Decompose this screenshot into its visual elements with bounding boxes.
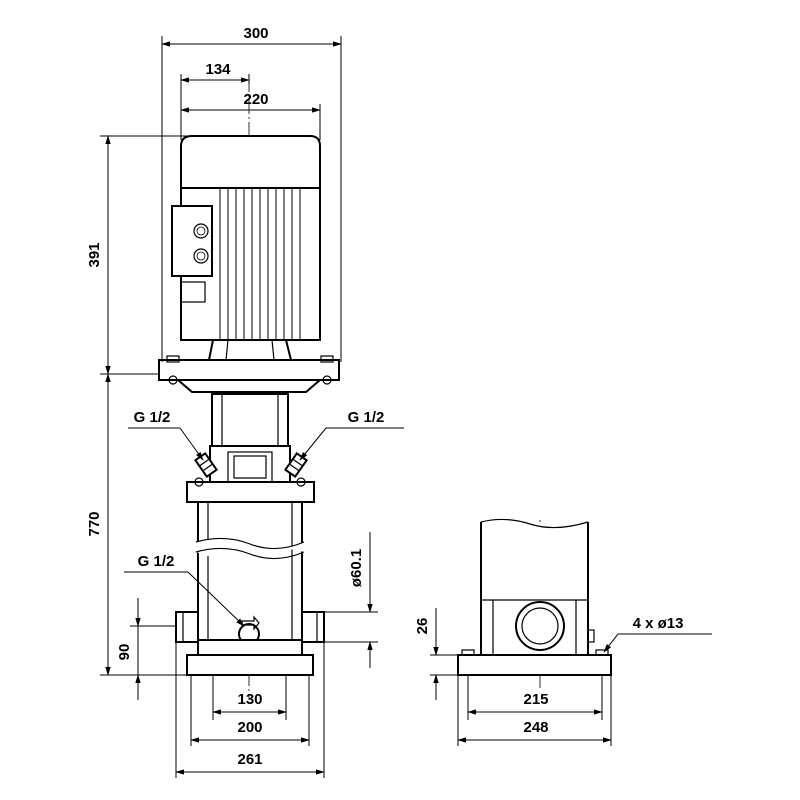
- side-view: [457, 518, 612, 690]
- outlet-flange: [301, 611, 325, 643]
- discharge-port: [301, 611, 325, 643]
- pump-head: [209, 445, 291, 483]
- lantern-housing: [211, 393, 289, 447]
- side-port: [515, 601, 565, 651]
- label-mount-holes: 4 x ø13: [633, 615, 684, 632]
- side-dimensions: 26 4 x ø13 215 248: [414, 608, 712, 746]
- terminal-box: [171, 205, 213, 277]
- chamber-top-flange: [186, 477, 315, 503]
- dim-total-height: 770: [86, 511, 103, 536]
- dim-overall-width: 300: [243, 25, 268, 42]
- top-flange: [186, 481, 315, 503]
- chamber-sleeve: [197, 501, 303, 641]
- dim-motor-width: 220: [243, 91, 268, 108]
- dim-side-foot-inner: 215: [523, 691, 548, 708]
- side-base: [457, 654, 612, 676]
- cable-gland-icon: [193, 248, 209, 264]
- label-vent-right: G 1/2: [348, 409, 385, 426]
- side-break-line: [480, 518, 589, 529]
- motor-flange: [158, 355, 340, 393]
- label-drain: G 1/2: [138, 553, 175, 570]
- front-dimensions: 300 134 220 391 770 90 ø60.1: [86, 25, 404, 778]
- dim-base-height: 90: [116, 644, 133, 661]
- coupling-section: [193, 393, 309, 483]
- inlet-flange: [175, 611, 199, 643]
- suction-port: [175, 611, 199, 643]
- base-plate: [186, 639, 314, 676]
- label-vent-left: G 1/2: [134, 409, 171, 426]
- chamber-stack: [195, 501, 305, 641]
- base-foot: [186, 654, 314, 676]
- flange-taper: [175, 379, 323, 393]
- terminal-box-lower: [180, 281, 206, 303]
- flange-plate: [158, 359, 340, 381]
- dim-pipe-diameter: ø60.1: [348, 549, 365, 587]
- cooling-fins: [219, 188, 301, 340]
- front-view: [158, 78, 340, 700]
- dim-port-spacing: 130: [237, 691, 262, 708]
- motor-top-cap: [180, 135, 321, 189]
- dim-foot-width: 200: [237, 719, 262, 736]
- dim-motor-height: 391: [86, 242, 103, 267]
- dim-side-flange-height: 26: [414, 618, 431, 635]
- motor-bell: [207, 339, 293, 361]
- motor: [171, 135, 321, 361]
- cable-gland-icon: [193, 223, 209, 239]
- dim-offset-134: 134: [205, 61, 231, 78]
- break-line: [195, 537, 305, 550]
- dim-base-width: 261: [237, 751, 262, 768]
- dim-side-foot-outer: 248: [523, 719, 548, 736]
